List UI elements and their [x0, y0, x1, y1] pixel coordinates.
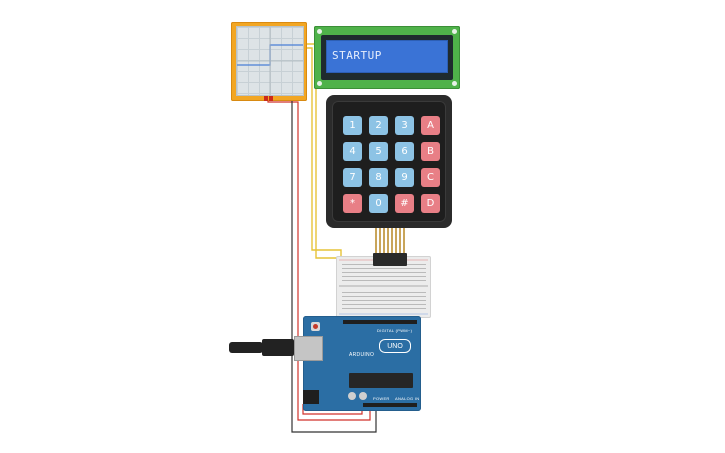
mount-hole-icon: [317, 81, 322, 86]
key-b[interactable]: B: [421, 142, 440, 161]
lcd-bezel: STARTUP: [321, 35, 453, 80]
key-9[interactable]: 9: [395, 168, 414, 187]
lcd-screen: STARTUP: [326, 40, 448, 73]
key-d[interactable]: D: [421, 194, 440, 213]
key-6[interactable]: 6: [395, 142, 414, 161]
scope-terminal-neg[interactable]: [269, 96, 273, 101]
key-3[interactable]: 3: [395, 116, 414, 135]
oscilloscope[interactable]: [231, 22, 307, 101]
capacitor-icon: [359, 392, 367, 400]
usb-plug[interactable]: [262, 339, 294, 356]
arduino-brand-label: ARDUINO: [349, 352, 375, 358]
key-2[interactable]: 2: [369, 116, 388, 135]
keypad-ribbon-cable: [373, 228, 409, 256]
lcd-text: STARTUP: [332, 49, 382, 62]
power-jack[interactable]: [303, 390, 319, 404]
uno-logo: UNO: [379, 339, 411, 353]
oscilloscope-screen: [236, 26, 304, 96]
arduino-uno-board[interactable]: ARDUINO DIGITAL (PWM~) POWER ANALOG IN: [303, 316, 421, 411]
power-analog-header[interactable]: [363, 403, 417, 407]
analog-header-label: ANALOG IN: [395, 396, 420, 401]
power-header-label: POWER: [373, 396, 390, 401]
key-4[interactable]: 4: [343, 142, 362, 161]
capacitor-icon: [348, 392, 356, 400]
key-7[interactable]: 7: [343, 168, 362, 187]
usb-cable-icon: [229, 342, 263, 353]
keypad-face: 1 2 3 A 4 5 6 B 7 8 9 C * 0 # D: [332, 101, 446, 222]
scope-trace-icon: [237, 27, 303, 95]
reset-button[interactable]: [311, 322, 320, 331]
key-a[interactable]: A: [421, 116, 440, 135]
breadboard[interactable]: [336, 256, 431, 318]
mount-hole-icon: [317, 29, 322, 34]
mount-hole-icon: [452, 81, 457, 86]
lcd-16x2[interactable]: STARTUP: [314, 26, 460, 89]
mount-hole-icon: [452, 29, 457, 34]
keypad-header-connector: [373, 253, 407, 266]
wire-black-1[interactable]: [291, 101, 377, 433]
usb-port[interactable]: [294, 336, 323, 361]
digital-header[interactable]: [343, 320, 417, 324]
key-c[interactable]: C: [421, 168, 440, 187]
atmega-chip: [349, 373, 413, 388]
key-star[interactable]: *: [343, 194, 362, 213]
key-0[interactable]: 0: [369, 194, 388, 213]
key-8[interactable]: 8: [369, 168, 388, 187]
wire-red-1[interactable]: [267, 101, 371, 421]
key-5[interactable]: 5: [369, 142, 388, 161]
key-hash[interactable]: #: [395, 194, 414, 213]
keypad-4x4[interactable]: 1 2 3 A 4 5 6 B 7 8 9 C * 0 # D: [326, 95, 452, 228]
digital-header-label: DIGITAL (PWM~): [377, 328, 413, 333]
scope-terminal-pos[interactable]: [264, 96, 268, 101]
key-1[interactable]: 1: [343, 116, 362, 135]
